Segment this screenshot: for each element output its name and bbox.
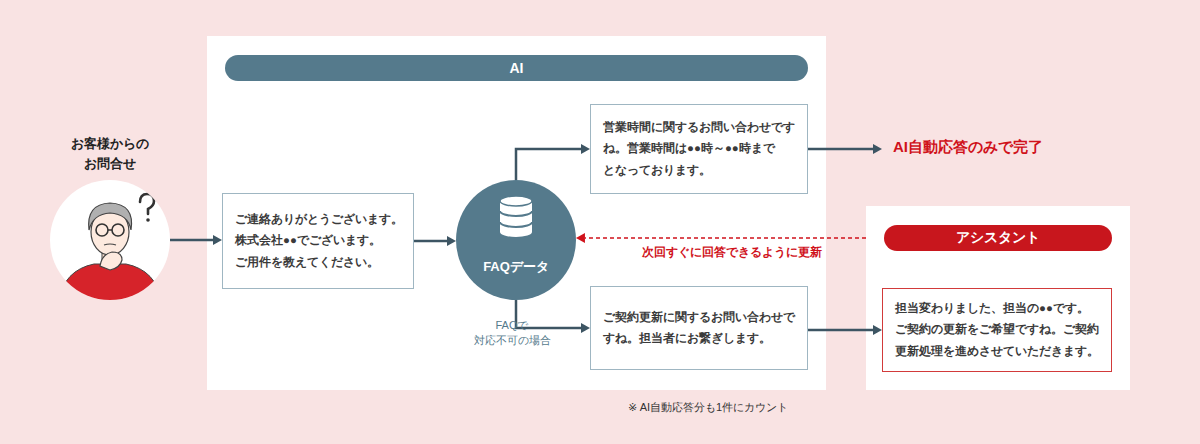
customer-node: お客様からの お問合せ [50, 180, 170, 300]
connector-line [516, 149, 581, 180]
section-band: AI [225, 55, 808, 81]
person-figure-part [112, 224, 124, 236]
group-panel: アシスタント担当変わりました、担当の●●です。 ご契約の更新をご希望ですね。ご契… [866, 206, 1130, 390]
node-text: FAQデータ [483, 258, 549, 276]
edge-label: 次回すぐに回答できるように更新 [642, 244, 857, 261]
database-icon-part [500, 227, 532, 237]
person-figure-part [146, 218, 150, 222]
node-text: 担当変わりました、担当の●●です。 ご契約の更新をご希望ですね。ご契約 更新処理… [895, 298, 1099, 362]
arrow-head [576, 233, 585, 243]
flow-arrow [414, 236, 456, 246]
process-box: 担当変わりました、担当の●●です。 ご契約の更新をご希望ですね。ご契約 更新処理… [882, 288, 1112, 372]
arrow-head [873, 325, 882, 335]
section-band: アシスタント [884, 225, 1112, 251]
person-figure-part [108, 229, 112, 231]
node-text: ご連絡ありがとうございます。 株式会社●●でございます。 ご用件を教えてください… [235, 209, 403, 273]
completion-arrow-part [808, 148, 874, 151]
connector-line [414, 240, 447, 243]
flow-arrow [808, 325, 882, 335]
person-figure [58, 194, 162, 300]
completion-arrow [800, 140, 890, 160]
flow-arrow [516, 144, 590, 180]
customer-illustration [50, 180, 170, 300]
node-text: 営業時間に関するお問い合わせです ね。営業時間は●●時～●●時まで となっており… [603, 117, 795, 181]
connector-line [170, 239, 213, 242]
flow-arrow [170, 235, 222, 245]
result-label: AI自動応答のみで完了 [893, 138, 1043, 157]
node-text: ご契約更新に関するお問い合わせで すね。担当者にお繋ぎします。 [603, 307, 795, 350]
completion-arrow-part [873, 144, 882, 154]
process-box: 営業時間に関するお問い合わせです ね。営業時間は●●時～●●時まで となっており… [590, 104, 808, 194]
arrow-head [581, 144, 590, 154]
node-heading: お客様からの お問合せ [55, 134, 165, 173]
update-arrow [576, 233, 866, 243]
database-icon [496, 194, 536, 240]
edge-label: FAQで 対応不可の場合 [466, 318, 558, 349]
footnote: ※ AI自動応答分も1件にカウント [628, 400, 788, 415]
arrow-head [447, 236, 456, 246]
person-figure-part [140, 194, 154, 214]
person-figure-part [96, 224, 108, 236]
process-box: ご連絡ありがとうございます。 株式会社●●でございます。 ご用件を教えてください… [222, 193, 414, 289]
connector-line [585, 237, 866, 239]
person-figure-part [100, 252, 122, 270]
person-figure-part [104, 244, 116, 245]
process-box: ご契約更新に関するお問い合わせで すね。担当者にお繋ぎします。 [590, 286, 808, 370]
database-icon-part [500, 211, 532, 216]
database-icon-part [500, 196, 532, 206]
arrow-head [213, 235, 222, 245]
database-icon-part [500, 222, 532, 227]
connector-line [808, 329, 873, 332]
person-figure-part [89, 203, 132, 230]
arrow-head [581, 323, 590, 333]
